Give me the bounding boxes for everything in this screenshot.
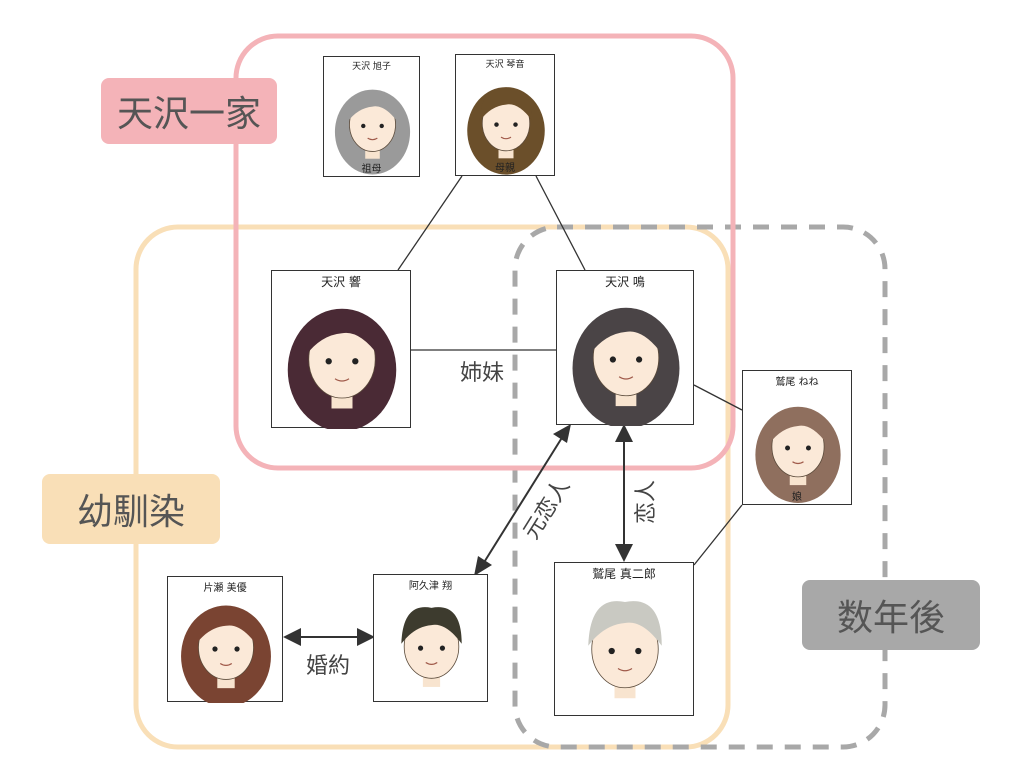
right-eye <box>636 356 643 363</box>
person-card-hibiki: 天沢 響 <box>271 270 411 429</box>
nene-portrait <box>755 406 841 503</box>
mouth <box>219 662 233 666</box>
person-name: 天沢 響 <box>321 275 361 289</box>
left-eye <box>609 356 616 363</box>
hair-top <box>305 311 379 356</box>
person-card-akutsu: 阿久津 翔 <box>373 574 488 702</box>
left-eye <box>417 645 424 651</box>
hair-top <box>347 91 398 123</box>
mother-portrait <box>467 87 545 175</box>
left-eye <box>494 122 499 127</box>
lover-arrowhead-bottom <box>615 544 633 562</box>
person-name: 阿久津 翔 <box>408 581 453 592</box>
right-eye <box>379 123 384 129</box>
engaged-arrowhead-left <box>283 628 301 646</box>
years-later-label: 数年後 <box>802 580 980 650</box>
grandmother-portrait <box>334 89 411 175</box>
hibiki-portrait <box>287 308 397 429</box>
person-name: 鷲尾 真二郎 <box>592 567 656 581</box>
shinjiro-to-nene-line <box>693 504 743 566</box>
person-name: 片瀬 美優 <box>203 583 247 594</box>
person-role: 祖母 <box>361 164 382 175</box>
amasawa-family-label: 天沢一家 <box>101 78 277 144</box>
childhood-friends-label: 幼馴染 <box>42 474 220 544</box>
mouth <box>334 378 350 382</box>
ex-lover-arrowhead-top <box>553 424 571 443</box>
right-eye <box>805 445 811 451</box>
lover-label: 恋人 <box>634 479 660 525</box>
left-eye <box>325 358 332 365</box>
hair-top <box>479 88 533 121</box>
years-later-boundary <box>512 224 888 750</box>
hair-top <box>401 607 462 644</box>
person-name: 天沢 鳴 <box>605 275 645 289</box>
mouth <box>617 667 633 672</box>
mother-to-mei-line <box>535 175 586 271</box>
person-name: 天沢 旭子 <box>352 62 391 72</box>
right-eye <box>234 646 240 652</box>
mouth <box>500 136 512 140</box>
ex-lover-arrow <box>477 427 569 573</box>
left-eye <box>608 647 615 655</box>
right-eye <box>352 358 359 365</box>
katase-portrait <box>181 605 271 703</box>
right-eye <box>513 122 518 127</box>
lover-arrowhead-top <box>615 424 633 442</box>
mouth <box>792 461 804 465</box>
person-name: 天沢 琴音 <box>485 60 525 70</box>
person-role: 母親 <box>495 163 515 174</box>
person-card-nene: 鷲尾 ねね 娘 <box>742 370 852 505</box>
person-role: 娘 <box>792 492 802 503</box>
engaged-label: 婚約 <box>306 654 351 679</box>
akutsu-portrait <box>401 607 462 687</box>
grandmother-to-hibiki-line <box>397 175 463 271</box>
amasawa-family-boundary <box>233 33 736 471</box>
engaged-arrowhead-right <box>357 628 375 646</box>
person-card-mei: 天沢 鳴 <box>556 270 694 426</box>
right-eye <box>635 647 642 655</box>
left-eye <box>361 123 366 129</box>
mouth <box>425 661 438 665</box>
ex-lover-arrowhead-bottom <box>474 556 492 576</box>
mouth <box>618 376 634 380</box>
left-eye <box>212 646 218 652</box>
hair-top <box>769 408 827 444</box>
person-card-grandmother: 天沢 旭子 祖母 <box>323 56 420 177</box>
hair-top <box>589 310 663 355</box>
mei-to-nene-line <box>693 384 743 411</box>
shinjiro-portrait <box>588 601 662 699</box>
mei-portrait <box>572 307 680 426</box>
sisters-label: 姉妹 <box>460 361 505 386</box>
left-eye <box>785 445 791 451</box>
person-card-katase: 片瀬 美優 <box>167 576 283 703</box>
right-eye <box>439 645 446 651</box>
hair-top <box>588 601 662 646</box>
person-card-shinjiro: 鷲尾 真二郎 <box>554 562 694 716</box>
hair-top <box>195 607 257 645</box>
person-name: 鷲尾 ねね <box>775 377 819 388</box>
mouth <box>367 137 378 141</box>
person-card-mother: 天沢 琴音 母親 <box>455 54 555 176</box>
